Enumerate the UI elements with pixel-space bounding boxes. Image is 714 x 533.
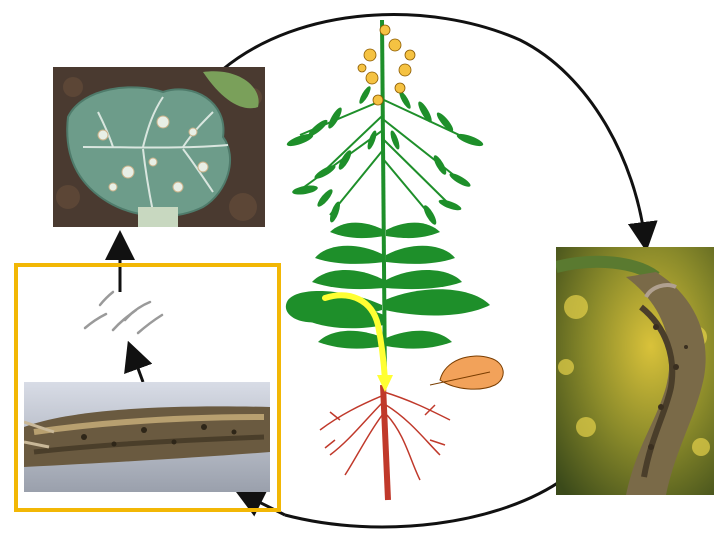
roots [320, 385, 450, 500]
leaf-spot-photo [53, 67, 265, 227]
cycle-arrow-bottom [285, 478, 565, 527]
stem-canker-photo [556, 247, 714, 495]
infected-stubble-photo [24, 382, 270, 492]
oilseed-plant-diagram [285, 20, 503, 500]
cycle-arrow-top [222, 15, 645, 240]
dead-leaf [440, 356, 503, 389]
